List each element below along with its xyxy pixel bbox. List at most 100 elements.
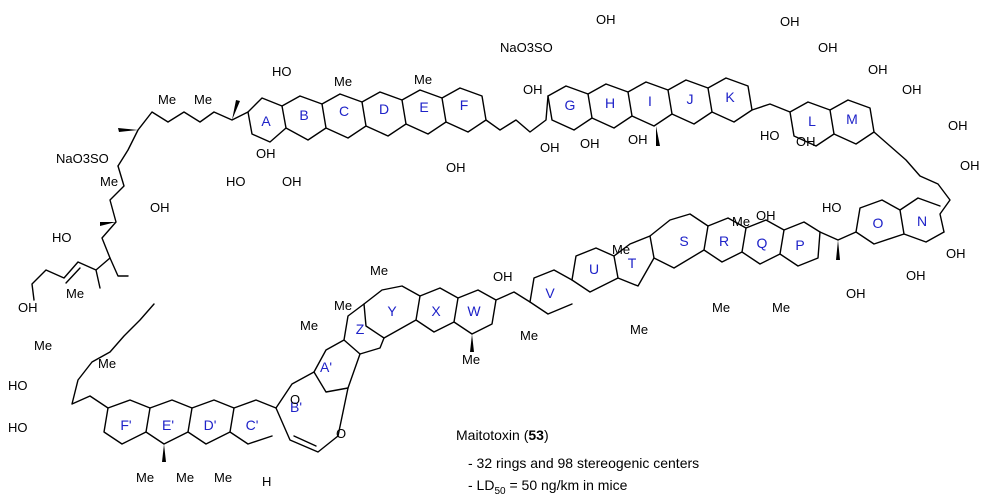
compound-caption: Maitotoxin (53)	[456, 427, 549, 443]
oh-label: OH	[960, 158, 980, 173]
ring-label-y: Y	[387, 303, 397, 319]
me-label: Me	[630, 322, 648, 337]
ring-z-bonds	[343, 303, 385, 355]
oh-label: OH	[846, 286, 866, 301]
chain-left-lower	[95, 165, 125, 289]
o-label: O	[336, 426, 346, 441]
oh-label: OH	[818, 40, 838, 55]
ring-d-prime-bonds	[187, 399, 235, 445]
me-label: Me	[712, 300, 730, 315]
me-label: Me	[66, 286, 84, 301]
oh-label: OH	[780, 14, 800, 29]
me-label: Me	[158, 92, 176, 107]
oh-label: OH	[282, 174, 302, 189]
alkene-double	[65, 267, 81, 284]
ring-label-l: L	[808, 113, 816, 129]
naso3so-top-label: NaO3SO	[500, 40, 553, 55]
ring-q-bonds	[741, 219, 785, 265]
me-label: Me	[772, 300, 790, 315]
ring-label-c: C	[339, 103, 349, 119]
ring-c-bonds	[321, 93, 367, 139]
ring-label-w: W	[467, 303, 481, 319]
chain-f-prime-upper	[71, 303, 155, 409]
oh-label: OH	[18, 300, 38, 315]
ring-count-bullet: - 32 rings and 98 stereogenic centers	[468, 455, 699, 471]
oh-label: OH	[446, 160, 466, 175]
ring-label-f-prime: F'	[120, 417, 131, 433]
left-side-chain	[31, 111, 249, 301]
ring-j-bonds	[667, 79, 713, 125]
me-label: Me	[462, 352, 480, 367]
me-label: Me	[370, 263, 388, 278]
oh-label: OH	[628, 132, 648, 147]
ring-label-s: S	[679, 233, 688, 249]
ring-label-x: X	[431, 303, 441, 319]
ring-label-r: R	[719, 233, 729, 249]
wedge-h-3	[470, 334, 474, 352]
me-label: Me	[612, 242, 630, 257]
me-label: Me	[34, 338, 52, 353]
ring-u-bonds	[571, 247, 619, 293]
chain-f-g	[485, 95, 549, 133]
ring-e-prime-bonds	[145, 399, 193, 445]
ring-label-e-prime: E'	[162, 417, 174, 433]
me-label: Me	[176, 470, 194, 485]
ring-label-h: H	[605, 95, 615, 111]
ring-t-bonds	[613, 235, 655, 287]
ring-d-bonds	[361, 91, 407, 137]
ring-i-bonds	[627, 81, 673, 127]
oh-label: OH	[540, 140, 560, 155]
ring-a-prime-bonds	[313, 339, 361, 393]
ring-label-f: F	[460, 97, 469, 113]
me-label: Me	[136, 470, 154, 485]
right-lower-rings	[71, 197, 945, 453]
link-k-l	[751, 103, 791, 113]
me-label: Me	[414, 72, 432, 87]
ring-f-bonds	[441, 87, 487, 133]
ld50-bullet: - LD50 = 50 ng/km in mice	[468, 477, 628, 494]
wedge-left-2	[100, 222, 116, 226]
me-label: Me	[334, 74, 352, 89]
ho-label: HO	[226, 174, 246, 189]
ring-label-g: G	[565, 97, 576, 113]
ring-label-n: N	[917, 213, 927, 229]
wedge-h-1	[656, 126, 660, 146]
wedge-h-2	[836, 240, 840, 260]
o-label: O	[290, 392, 300, 407]
h-label: H	[262, 474, 271, 489]
oh-label: OH	[150, 200, 170, 215]
me-label: Me	[300, 318, 318, 333]
oh-label: OH	[523, 82, 543, 97]
ring-label-d-prime: D'	[204, 417, 217, 433]
me-label: Me	[334, 298, 352, 313]
oh-label: OH	[946, 246, 966, 261]
ring-v-bonds	[529, 269, 573, 315]
chain-m-n	[873, 131, 951, 233]
ho-label: HO	[8, 378, 28, 393]
ring-b-bonds	[281, 95, 327, 141]
stereo-wedges	[100, 100, 840, 462]
wedge-h-4	[162, 444, 166, 462]
ring-label-d: D	[379, 101, 389, 117]
me-label: Me	[98, 356, 116, 371]
ring-label-e: E	[419, 99, 428, 115]
link-v-w	[495, 291, 531, 303]
ring-label-p: P	[795, 237, 804, 253]
ring-label-k: K	[725, 89, 735, 105]
ring-b-prime-bonds	[275, 371, 349, 453]
ring-label-o: O	[873, 215, 884, 231]
ring-label-v: V	[545, 285, 555, 301]
ring-label-a: A	[261, 113, 271, 129]
ring-r-bonds	[703, 217, 747, 263]
oh-label: OH	[580, 136, 600, 151]
alkene-chain	[31, 261, 97, 301]
ho-label: HO	[760, 128, 780, 143]
wedge-left-1	[118, 128, 138, 132]
ring-label-a-prime: A'	[320, 359, 332, 375]
ring-e-bonds	[401, 89, 447, 135]
ring-label-i: I	[648, 93, 652, 109]
oh-label: OH	[868, 62, 888, 77]
ring-f-prime-bonds	[103, 399, 151, 445]
